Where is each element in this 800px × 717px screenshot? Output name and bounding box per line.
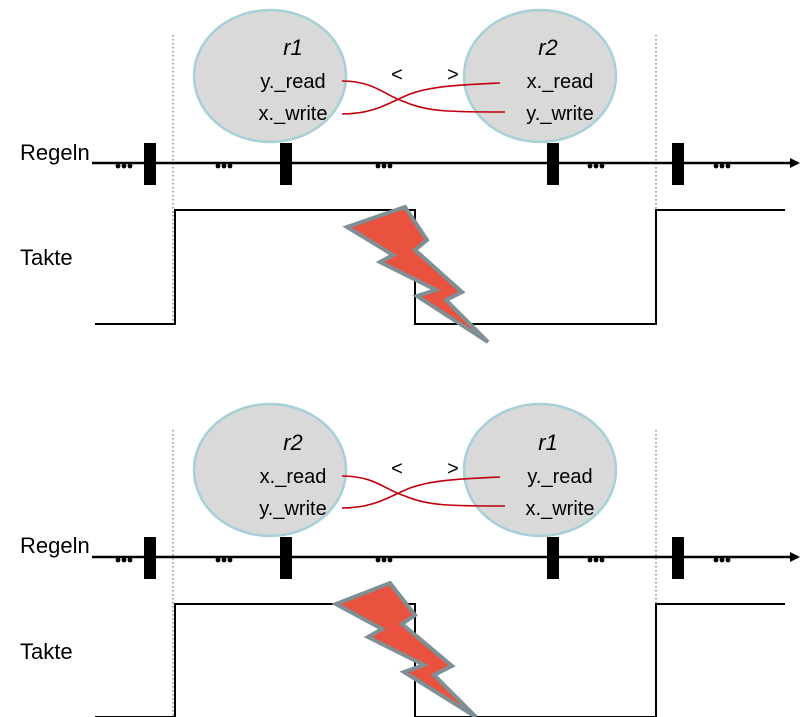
takte-label: Takte [20, 639, 73, 664]
less-than-sign: < [391, 64, 403, 86]
right-rule-title: r1 [538, 430, 558, 455]
left-rule-bubble [192, 8, 348, 144]
left-rule-title: r1 [283, 35, 303, 60]
right-rule-title: r2 [538, 35, 558, 60]
greater-than-sign: > [447, 64, 459, 86]
left-rule-line2: x._write [259, 103, 328, 125]
timeline-tick [144, 143, 156, 185]
panel-2: r2 x._read y._write r1 y._read x._write … [20, 402, 800, 717]
right-rule-line2: y._write [526, 103, 593, 125]
left-rule-line1: x._read [260, 466, 327, 488]
panel-1: r1 y._read x._write r2 x._read y._write … [20, 8, 800, 344]
timeline-tick [547, 143, 559, 185]
right-rule-line1: x._read [527, 71, 594, 93]
left-rule-line2: y._write [259, 498, 326, 520]
timeline-tick [672, 143, 684, 185]
wire-write-to-read [341, 82, 501, 115]
right-rule-line1: y._read [527, 466, 592, 488]
timeline-tick [280, 143, 292, 185]
lightning-bolt-icon [342, 204, 490, 344]
wire-write-to-read [341, 476, 501, 509]
timeline-tick [547, 537, 559, 579]
left-rule-bubble [192, 402, 348, 538]
less-than-sign: < [391, 458, 403, 480]
ellipsis-dots [115, 163, 731, 169]
left-rule-line1: y._read [260, 71, 325, 93]
wire-read-to-write [341, 80, 506, 113]
timeline-tick [280, 537, 292, 579]
wire-read-to-write [341, 475, 506, 507]
regeln-label: Regeln [20, 533, 90, 558]
takte-label: Takte [20, 245, 73, 270]
right-rule-line2: x._write [526, 498, 595, 520]
right-rule-bubble [462, 402, 618, 538]
right-rule-bubble [462, 8, 618, 144]
ellipsis-dots [115, 557, 731, 563]
timeline-tick [672, 537, 684, 579]
greater-than-sign: > [447, 458, 459, 480]
timeline-tick [144, 537, 156, 579]
left-rule-title: r2 [283, 430, 303, 455]
regeln-label: Regeln [20, 140, 90, 165]
lightning-bolt-icon [331, 580, 478, 717]
